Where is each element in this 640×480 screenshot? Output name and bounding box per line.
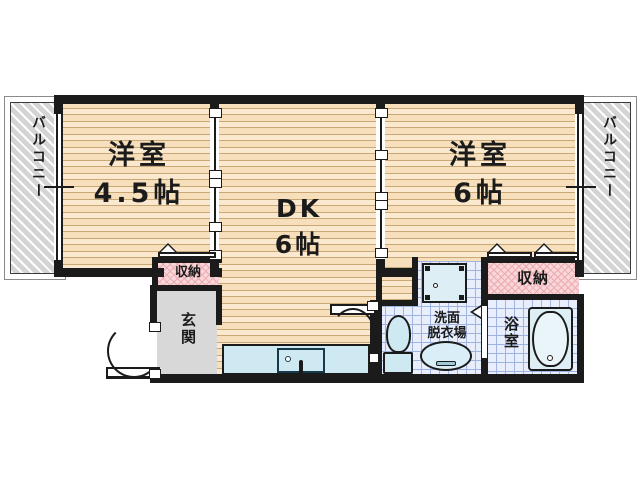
- wall-between-left-room-and-dk: [210, 95, 219, 109]
- washbasin-drain: [436, 361, 456, 366]
- washing-machine-drain: [433, 283, 438, 288]
- wall-genkan-right: [216, 285, 222, 325]
- toilet-tank: [383, 352, 413, 374]
- washbasin: [420, 341, 472, 371]
- wall-right-room-bottom-b: [575, 268, 584, 277]
- wall-top-right: [384, 95, 584, 104]
- sliding-door-right-knob-top[interactable]: [375, 108, 388, 118]
- washroom-label: 洗面 脱衣場: [427, 311, 467, 341]
- bathtub-drain: [547, 355, 553, 361]
- entrance-door-hinge-top: [149, 322, 161, 332]
- western-room-right-size: 6帖: [453, 178, 507, 209]
- wall-between-left-room-and-dk-low: [210, 258, 219, 277]
- closet-left: [157, 261, 219, 287]
- bathroom-door-fold-arrow-inner: [473, 307, 481, 317]
- sliding-door-right-rail: [380, 110, 382, 257]
- entrance-label: 玄関: [179, 312, 197, 346]
- bathroom-door[interactable]: [481, 306, 488, 358]
- entrance-floor: [155, 286, 217, 378]
- bathtub-inner: [532, 311, 569, 367]
- closet-door-right-a[interactable]: [487, 252, 532, 258]
- wall-closet-left-top: [152, 257, 222, 263]
- wall-right-room-bottom: [376, 268, 414, 277]
- western-room-left-floor: [60, 102, 216, 270]
- wall-dk-washroom-horz: [370, 300, 418, 306]
- sliding-door-left-knob-top[interactable]: [209, 108, 222, 118]
- sliding-door-right-knob-mid-c[interactable]: [375, 200, 388, 210]
- closet-door-right-b-fold-marker-inner: [537, 245, 551, 252]
- washing-machine-pan-corner-bl: [425, 295, 430, 300]
- washing-machine-pan-corner-tl: [425, 266, 430, 271]
- wall-top-left: [54, 95, 384, 104]
- washroom-door-hinge-top: [367, 301, 379, 311]
- kitchen-sink-faucet: [299, 360, 303, 376]
- western-room-left-size: 4.5帖: [93, 178, 185, 209]
- washing-machine-pan-corner-tr: [459, 266, 464, 271]
- wall-closet-left-bottom: [152, 285, 222, 291]
- wall-washroom-notch-vert: [412, 257, 418, 305]
- entrance-door-hinge-bottom: [149, 369, 161, 379]
- sliding-door-left-knob-mid-b[interactable]: [209, 178, 222, 188]
- closet-door-left[interactable]: [158, 252, 216, 258]
- wall-closet-left-side: [152, 257, 158, 291]
- washroom-door-swing-arc: [330, 308, 376, 364]
- balcony-window-left-centermark: [44, 186, 74, 188]
- western-room-left-name: 洋室: [108, 140, 170, 171]
- sliding-door-right-knob-mid-a[interactable]: [375, 150, 388, 160]
- closet-right-label: 収納: [516, 269, 549, 287]
- closet-left-label: 収納: [174, 265, 201, 280]
- closet-right: [487, 261, 579, 299]
- closet-door-left-fold-marker-inner: [161, 245, 175, 252]
- wall-bottom-exterior: [150, 374, 584, 383]
- toilet-bowl: [386, 315, 411, 353]
- dining-kitchen-name: DK: [275, 194, 323, 223]
- sliding-door-right-knob-bottom[interactable]: [375, 248, 388, 258]
- dining-kitchen-size: 6帖: [274, 230, 324, 259]
- wall-washroom-top: [376, 257, 382, 378]
- wall-closet-right-bottom: [481, 294, 584, 300]
- balcony-left: [10, 102, 60, 274]
- wall-left-room-bottom: [54, 268, 164, 277]
- washing-machine-pan-corner-br: [459, 295, 464, 300]
- closet-door-right-a-fold-marker-inner: [490, 245, 504, 252]
- closet-door-right-b[interactable]: [534, 252, 579, 258]
- balcony-right-label: バルコニー: [601, 115, 617, 200]
- wall-left-room-bottom-b: [216, 268, 222, 277]
- wall-closet-right-top: [481, 257, 584, 263]
- balcony-right: [581, 102, 631, 274]
- bathroom-label: 浴室: [502, 316, 520, 350]
- entrance-door-swing-arc: [107, 324, 161, 378]
- balcony-window-right-centermark: [566, 186, 596, 188]
- sliding-door-left-knob-low[interactable]: [209, 222, 222, 232]
- wall-washroom-right-outer: [577, 294, 584, 382]
- balcony-left-label: バルコニー: [30, 115, 46, 200]
- wall-between-dk-and-right-room: [376, 95, 385, 109]
- kitchen-sink-drain: [285, 356, 291, 362]
- western-room-right-floor: [382, 102, 578, 270]
- western-room-right-name: 洋室: [449, 140, 511, 171]
